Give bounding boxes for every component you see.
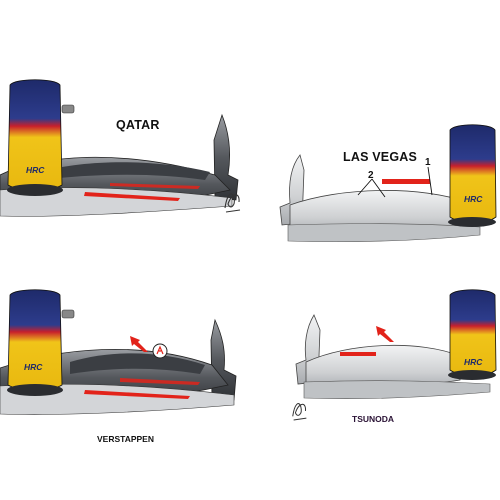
las-vegas-nose-badge: HRC bbox=[464, 194, 483, 204]
artist-signature-icon bbox=[292, 403, 307, 421]
qatar-label: QATAR bbox=[116, 118, 160, 132]
tsunoda-label: TSUNODA bbox=[352, 414, 395, 424]
arrow-down-right-icon bbox=[376, 326, 394, 342]
qatar-nose-badge: HRC bbox=[26, 165, 45, 175]
verstappen-front-wing-drawing bbox=[0, 289, 237, 415]
detail-magnifier-icon bbox=[152, 343, 168, 359]
callout-number-2: 2 bbox=[368, 170, 374, 181]
verstappen-nose-badge: HRC bbox=[24, 362, 43, 372]
tsunoda-nose-badge: HRC bbox=[464, 357, 483, 367]
artist-signature-icon bbox=[224, 193, 241, 213]
tsunoda-front-wing-drawing bbox=[295, 289, 497, 400]
callout-number-1: 1 bbox=[425, 157, 431, 168]
las-vegas-front-wing-drawing bbox=[279, 124, 497, 243]
qatar-front-wing-drawing bbox=[0, 79, 239, 217]
verstappen-label: VERSTAPPEN bbox=[97, 434, 154, 444]
las-vegas-label: LAS VEGAS bbox=[343, 150, 418, 164]
arrow-down-right-icon bbox=[130, 336, 148, 352]
